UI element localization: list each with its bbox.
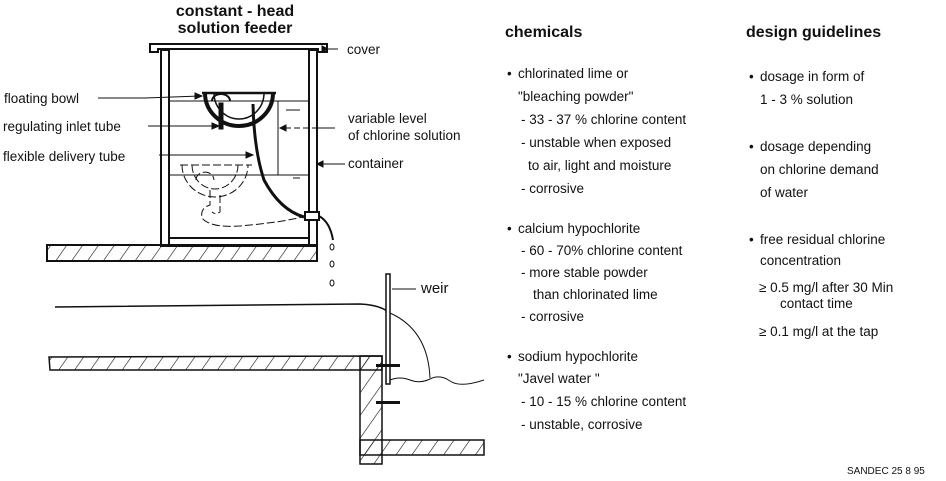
chem-2-prop: - 60 - 70% chlorine content	[521, 243, 683, 258]
guideline-2-line: of water	[760, 185, 809, 200]
guideline-2-line: dosage depending	[749, 139, 879, 155]
label-variable-level-1: variable level	[348, 111, 427, 126]
guideline-item-2: dosage depending on chlorine demand of w…	[749, 139, 879, 201]
guideline-sub-2-line1: ≥ 0.1 mg/l at the tap	[759, 324, 879, 339]
chem-1-prop: to air, light and moisture	[528, 158, 672, 173]
guideline-sub-1-line2: contact time	[780, 296, 853, 311]
label-variable-level-2: of chlorine solution	[348, 128, 461, 143]
chem-3-prop: - unstable, corrosive	[521, 417, 643, 432]
guideline-sub-1: ≥ 0.5 mg/l after 30 Min contact time	[759, 280, 893, 312]
guideline-item-1: dosage in form of 1 - 3 % solution	[749, 69, 864, 108]
label-flexible-delivery-tube: flexible delivery tube	[3, 149, 126, 164]
label-container: container	[348, 156, 404, 171]
flexible-delivery-tube	[251, 103, 305, 219]
chem-1-prop: - corrosive	[521, 181, 585, 196]
chem-2-prop: than chlorinated lime	[533, 287, 658, 302]
label-floating-bowl: floating bowl	[4, 91, 80, 106]
guideline-3-line: free residual chlorine	[749, 232, 885, 248]
chem-1-name: chlorinated lime or	[507, 66, 686, 82]
label-cover: cover	[347, 42, 381, 57]
channel	[48, 273, 485, 465]
label-regulating-inlet-tube: regulating inlet tube	[3, 119, 121, 134]
chem-3-alt-name: "Javel water "	[518, 371, 600, 386]
container-walls	[160, 49, 318, 247]
floating-bowl	[202, 91, 276, 130]
chemicals-heading: chemicals	[505, 24, 583, 41]
guideline-item-3: free residual chlorine concentration	[749, 232, 885, 269]
guideline-3-line: concentration	[760, 253, 842, 268]
floor-slab-top	[46, 244, 318, 262]
chem-item-3: sodium hypochlorite "Javel water " - 10 …	[507, 349, 687, 433]
label-weir: weir	[421, 280, 449, 297]
guidelines-heading: design guidelines	[746, 24, 882, 41]
chem-item-2: calcium hypochlorite - 60 - 70% chlorine…	[507, 221, 683, 325]
chem-2-prop: - more stable powder	[521, 265, 648, 280]
title-line-1: constant - head	[175, 3, 295, 20]
chem-item-1: chlorinated lime or "bleaching powder" -…	[507, 66, 687, 197]
guideline-1-line: 1 - 3 % solution	[760, 92, 854, 107]
cover-lid	[149, 43, 328, 53]
guideline-sub-2: ≥ 0.1 mg/l at the tap	[759, 324, 878, 340]
diagram-title: constant - head solution feeder	[160, 3, 310, 37]
chem-3-prop: - 10 - 15 % chlorine content	[521, 394, 687, 409]
title-line-2: solution feeder	[177, 20, 293, 37]
chem-3-name: sodium hypochlorite	[507, 349, 686, 365]
outlet-fitting	[304, 211, 320, 221]
chem-1-alt-name: "bleaching powder"	[518, 89, 634, 104]
chem-2-name: calcium hypochlorite	[507, 221, 682, 237]
chem-2-prop: - corrosive	[521, 309, 585, 324]
guideline-sub-1-line1: ≥ 0.5 mg/l after 30 Min	[759, 280, 894, 295]
chem-1-prop: - 33 - 37 % chlorine content	[521, 112, 687, 127]
chem-1-prop: - unstable when exposed	[521, 135, 672, 150]
drops	[329, 243, 335, 287]
guideline-2-line: on chlorine demand	[760, 162, 879, 177]
footer-stamp: SANDEC 25 8 95	[847, 466, 925, 477]
lower-bowl	[180, 164, 307, 227]
guideline-1-line: dosage in form of	[749, 69, 864, 85]
